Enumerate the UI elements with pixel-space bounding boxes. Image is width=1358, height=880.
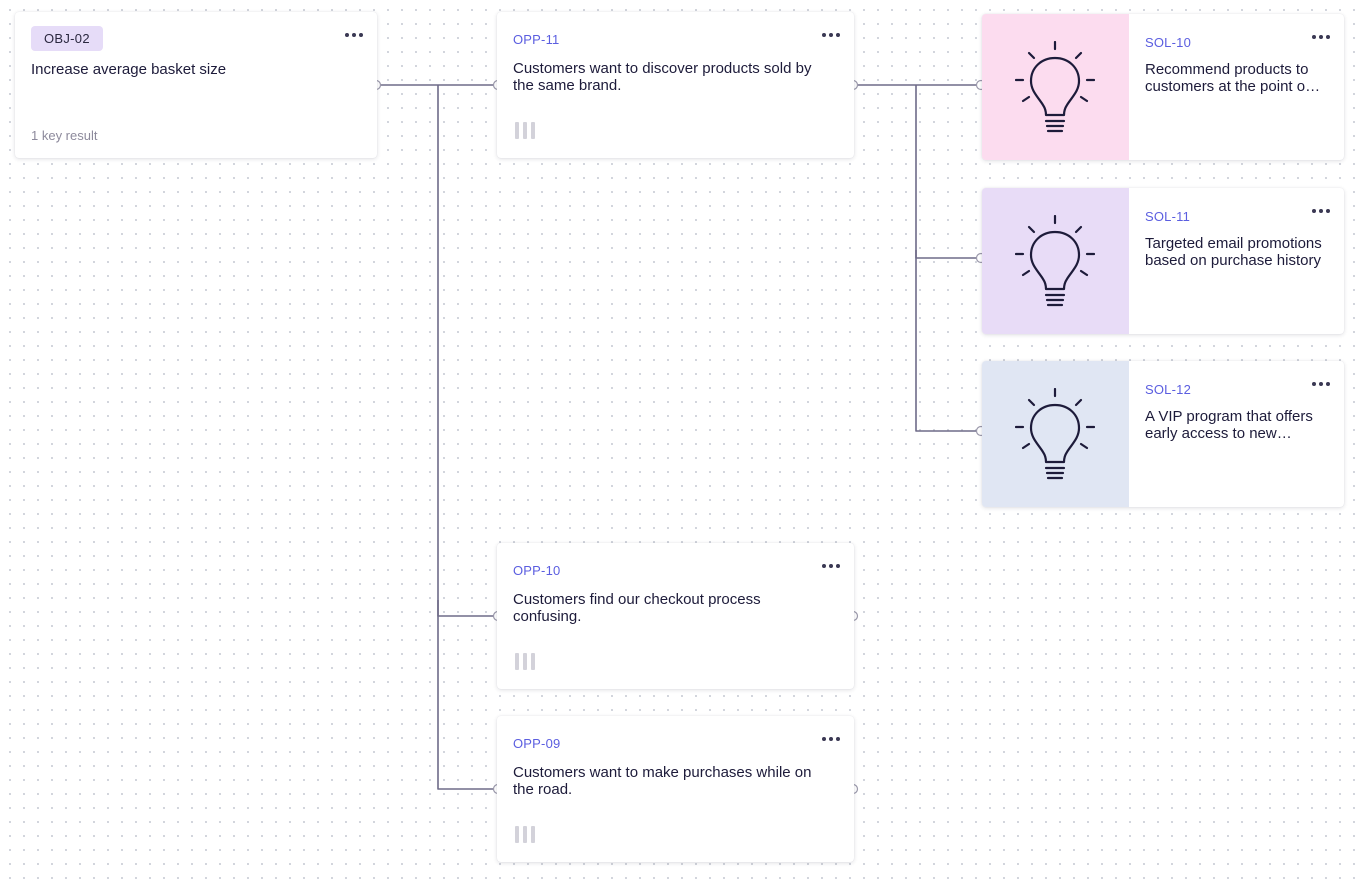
opportunity-title: Customers want to make purchases while o… xyxy=(513,764,812,798)
opportunity-card[interactable]: OPP-09 Customers want to make purchases … xyxy=(497,716,854,862)
objective-title: Increase average basket size xyxy=(31,61,227,78)
opportunity-code: OPP-10 xyxy=(513,563,561,578)
drag-handle-icon[interactable] xyxy=(515,653,535,670)
solution-title: Targeted email promotions based on purch… xyxy=(1145,235,1322,269)
solution-code: SOL-12 xyxy=(1145,382,1192,397)
key-result-count: 1 key result xyxy=(31,128,98,143)
opportunity-code: OPP-11 xyxy=(513,32,560,47)
solution-title: A VIP program that offers early access t… xyxy=(1145,408,1313,442)
opportunity-card[interactable]: OPP-11 Customers want to discover produc… xyxy=(497,12,854,158)
more-options-icon[interactable] xyxy=(1312,379,1330,389)
opportunity-card[interactable]: OPP-10 Customers find our checkout proce… xyxy=(497,543,854,689)
link-obj02-opp10 xyxy=(437,85,498,617)
more-options-icon[interactable] xyxy=(822,561,840,571)
more-options-icon[interactable] xyxy=(822,30,840,40)
drag-handle-icon[interactable] xyxy=(515,826,535,843)
lightbulb-icon xyxy=(1015,388,1095,480)
more-options-icon[interactable] xyxy=(822,734,840,744)
solution-image xyxy=(982,14,1129,160)
solution-code: SOL-11 xyxy=(1145,209,1191,224)
solution-card[interactable]: SOL-12 A VIP program that offers early a… xyxy=(982,361,1344,507)
opportunity-title: Customers want to discover products sold… xyxy=(513,60,812,94)
link-opp11-sol12 xyxy=(915,250,981,432)
solution-image xyxy=(982,361,1129,507)
solution-image xyxy=(982,188,1129,334)
opportunity-title: Customers find our checkout process conf… xyxy=(513,591,761,625)
link-opp11-sol11 xyxy=(915,85,981,259)
lightbulb-icon xyxy=(1015,215,1095,307)
solution-title: Recommend products to customers at the p… xyxy=(1145,61,1310,95)
drag-handle-icon[interactable] xyxy=(515,122,535,139)
more-options-icon[interactable] xyxy=(1312,32,1330,42)
opportunity-code: OPP-09 xyxy=(513,736,561,751)
more-options-icon[interactable] xyxy=(1312,206,1330,216)
more-options-icon[interactable] xyxy=(345,30,363,40)
link-obj02-opp09 xyxy=(437,600,498,790)
solution-code: SOL-10 xyxy=(1145,35,1192,50)
lightbulb-icon xyxy=(1015,41,1095,133)
objective-card[interactable]: OBJ-02 Increase average basket size 1 ke… xyxy=(15,12,377,158)
objective-tag: OBJ-02 xyxy=(31,26,103,51)
solution-card[interactable]: SOL-10 Recommend products to customers a… xyxy=(982,14,1344,160)
solution-card[interactable]: SOL-11 Targeted email promotions based o… xyxy=(982,188,1344,334)
